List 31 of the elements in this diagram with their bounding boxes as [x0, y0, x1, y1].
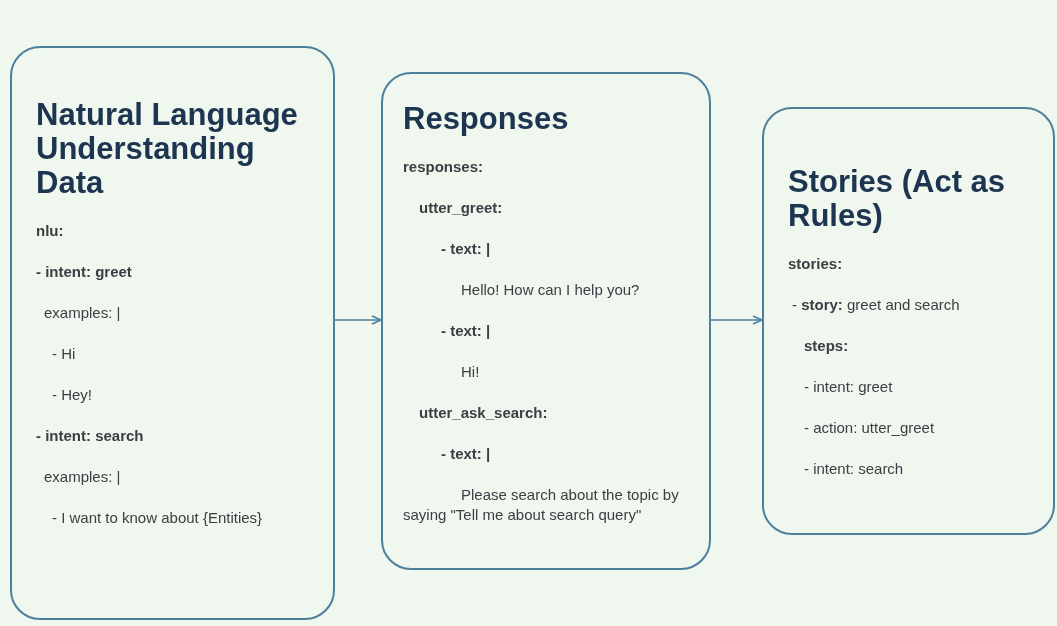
yaml-line: - text: |	[441, 444, 491, 465]
rounded-box	[762, 107, 1055, 535]
rounded-box	[381, 72, 711, 570]
yaml-line: nlu:	[36, 221, 64, 242]
yaml-line: - intent: search	[804, 459, 904, 480]
arrow	[710, 315, 763, 325]
yaml-line: - action: utter_greet	[804, 418, 935, 439]
box-heading: Natural Language Understanding Data	[36, 98, 299, 201]
yaml-line: - text: |	[441, 239, 491, 260]
yaml-line: utter_ask_search:	[419, 403, 548, 424]
box-heading: Stories (Act as Rules)	[788, 165, 1007, 234]
box-heading: Responses	[403, 102, 570, 137]
yaml-line: - Hi	[52, 344, 76, 365]
yaml-line: responses:	[403, 157, 484, 178]
yaml-line: - intent: greet	[36, 262, 132, 283]
yaml-line: - intent: search	[36, 426, 144, 447]
yaml-line: - text: |	[441, 321, 491, 342]
arrow	[334, 315, 382, 325]
rounded-box	[10, 46, 335, 620]
yaml-line: - intent: greet	[804, 377, 893, 398]
yaml-line: - story: greet and search	[792, 295, 960, 316]
yaml-line: - I want to know about {Entities}	[52, 508, 263, 529]
yaml-line: - Hey!	[52, 385, 92, 406]
yaml-line: Please search about the topic by saying "Tell me about search query"	[403, 485, 680, 526]
yaml-line: Hello! How can I help you?	[461, 280, 640, 301]
yaml-line: examples: |	[44, 467, 121, 488]
yaml-line: Hi!	[461, 362, 480, 383]
yaml-line: examples: |	[44, 303, 121, 324]
yaml-line: utter_greet:	[419, 198, 503, 219]
yaml-line: steps:	[804, 336, 849, 357]
yaml-line: stories:	[788, 254, 843, 275]
